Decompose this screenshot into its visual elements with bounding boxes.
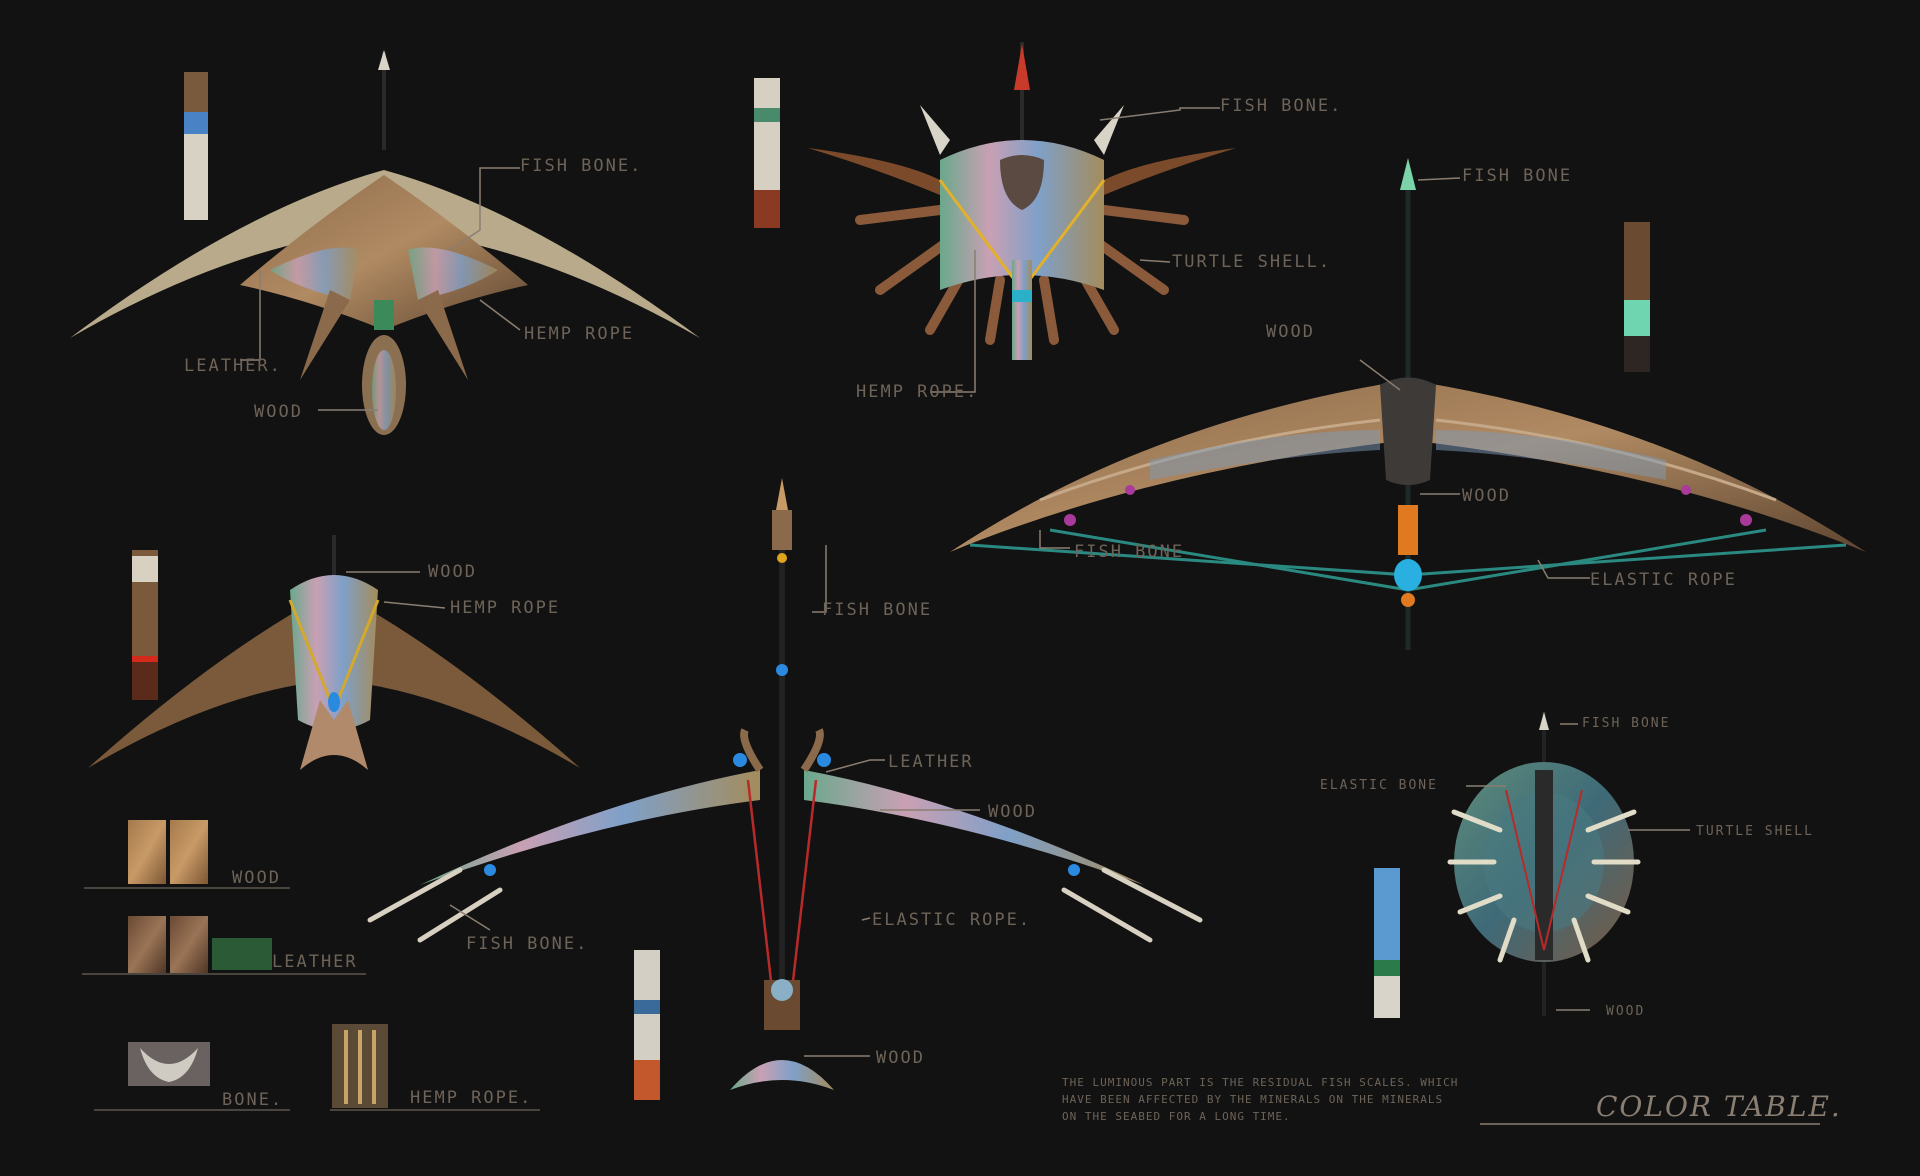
leader-lines xyxy=(240,107,1820,1125)
label-bow5-fish-bone-left: FISH BONE. xyxy=(466,934,589,954)
label-bow1-fish-bone: FISH BONE. xyxy=(520,156,643,176)
label-bow4-wood: WOOD xyxy=(428,562,477,582)
label-bow1-hemp-rope: HEMP ROPE xyxy=(524,324,635,344)
label-bow3-fish-bone-left: FISH BONE xyxy=(1074,542,1185,562)
label-bow2-hemp-rope: HEMP ROPE. xyxy=(856,382,979,402)
label-bow5-wood-mid: WOOD xyxy=(988,802,1037,822)
description-note: THE LUMINOUS PART IS THE RESIDUAL FISH S… xyxy=(1062,1076,1459,1123)
label-bow6-fish-bone: FISH BONE xyxy=(1582,716,1671,731)
bow-illustration-4 xyxy=(88,535,580,770)
color-swatch-2 xyxy=(754,78,780,228)
color-swatch-3 xyxy=(1624,222,1650,372)
label-bow3-elastic-rope: ELASTIC ROPE xyxy=(1590,570,1737,590)
label-bow3-wood-mid: WOOD xyxy=(1462,486,1511,506)
color-swatch-4 xyxy=(132,550,158,700)
label-bow5-wood-bottom: WOOD xyxy=(876,1048,925,1068)
material-label-wood: WOOD xyxy=(232,868,281,888)
label-bow4-hemp-rope: HEMP ROPE xyxy=(450,598,561,618)
color-swatch-6 xyxy=(1374,868,1400,1018)
label-bow5-leather: LEATHER xyxy=(888,752,974,772)
bow-illustration-3 xyxy=(950,158,1866,650)
color-swatch-5 xyxy=(634,950,660,1100)
material-label-hemp-rope: HEMP ROPE. xyxy=(410,1088,533,1108)
label-bow1-leather: LEATHER. xyxy=(184,356,282,376)
material-label-bone: BONE. xyxy=(222,1090,284,1110)
material-sample-leather xyxy=(82,916,366,975)
bow-illustration-1 xyxy=(70,50,700,435)
label-bow3-fish-bone-top: FISH BONE xyxy=(1462,166,1573,186)
label-bow5-elastic-rope: ELASTIC ROPE. xyxy=(872,910,1032,930)
label-bow1-wood: WOOD xyxy=(254,402,303,422)
label-bow3-wood-top: WOOD xyxy=(1266,322,1315,342)
label-bow5-fish-bone: FISH BONE xyxy=(822,600,933,620)
bow-illustration-5 xyxy=(367,478,1203,1090)
label-bow6-wood: WOOD xyxy=(1606,1004,1646,1019)
label-bow2-fish-bone: FISH BONE. xyxy=(1220,96,1343,116)
material-label-leather: LEATHER xyxy=(272,952,358,972)
color-swatch-1 xyxy=(184,72,208,220)
bow-illustration-6 xyxy=(1447,712,1641,1016)
bow-illustration-2 xyxy=(808,42,1236,360)
material-sample-hemp-rope xyxy=(330,1024,540,1111)
page-title: COLOR TABLE. xyxy=(1596,1090,1842,1123)
label-bow6-elastic-bone: ELASTIC BONE xyxy=(1320,778,1438,793)
label-bow2-turtle-shell: TURTLE SHELL. xyxy=(1172,252,1332,272)
material-sample-wood xyxy=(84,820,290,889)
material-sample-bone xyxy=(94,1042,290,1111)
label-bow6-turtle-shell: TURTLE SHELL xyxy=(1696,824,1814,839)
